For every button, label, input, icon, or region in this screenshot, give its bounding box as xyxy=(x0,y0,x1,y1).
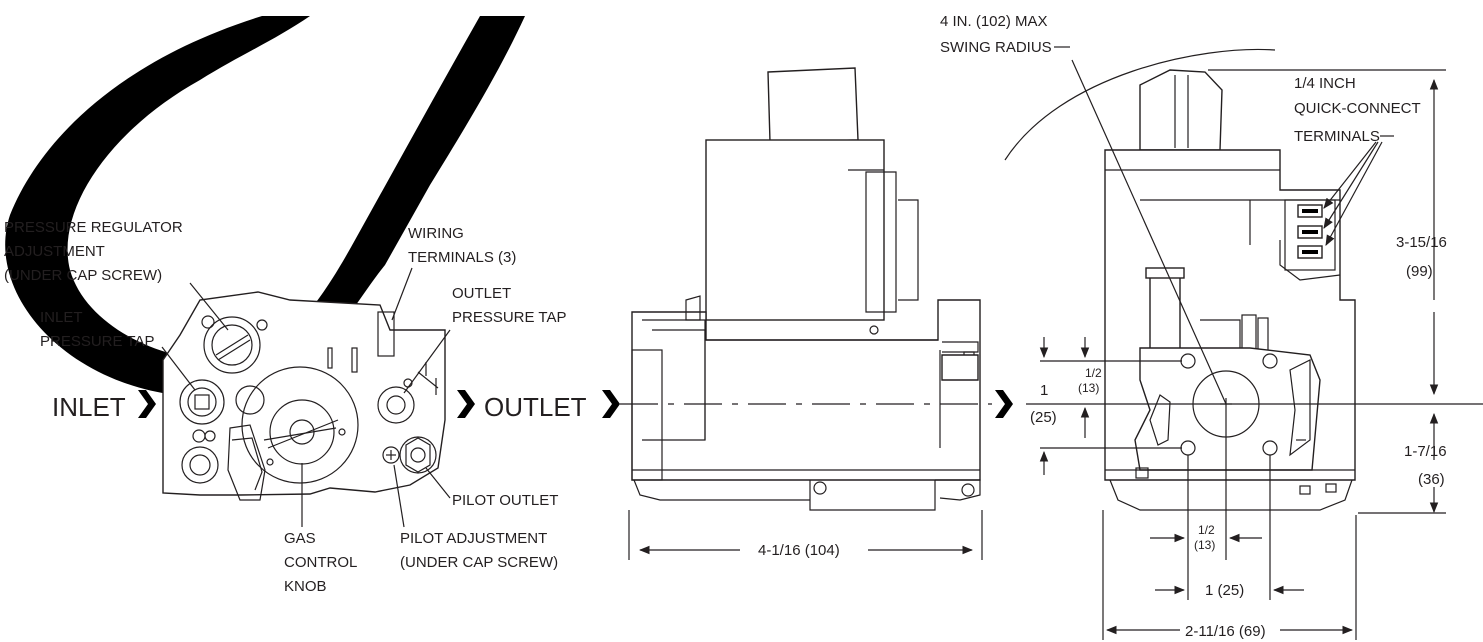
swing-radius-line-1: 4 IN. (102) MAX xyxy=(940,13,1048,30)
height-dimension: 3-15/16 (99) 1-7/16 (36) xyxy=(1208,69,1447,514)
flow-arrow-icon xyxy=(602,390,620,418)
gas-control-knob-line-3: KNOB xyxy=(284,578,327,595)
swing-radius-label: 4 IN. (102) MAX SWING RADIUS xyxy=(940,13,1070,56)
wiring-terminals-line-2: TERMINALS (3) xyxy=(408,249,516,266)
pressure-regulator-line-3: (UNDER CAP SCREW) xyxy=(4,267,162,284)
height-bottom-line-1: 1-7/16 xyxy=(1404,443,1447,460)
inlet-text: INLET xyxy=(52,392,126,422)
side-width-text: 4-1/16 (104) xyxy=(758,542,840,559)
quick-connect-label: 1/4 INCH QUICK-CONNECT TERMINALS xyxy=(1294,75,1421,246)
inlet-pressure-tap-line-1: INLET xyxy=(40,309,83,326)
pilot-outlet-text: PILOT OUTLET xyxy=(452,492,558,509)
outlet-text: OUTLET xyxy=(484,392,587,422)
half-inch-bottom-line-1: 1/2 xyxy=(1198,523,1215,537)
valve-end-view xyxy=(1004,48,1483,511)
inlet-pressure-tap-label: INLET PRESSURE TAP xyxy=(40,309,196,391)
outlet-arrow-icon xyxy=(995,390,1013,418)
swing-radius-line-2: SWING RADIUS xyxy=(940,39,1052,56)
pressure-regulator-line-1: PRESSURE REGULATOR xyxy=(4,219,183,236)
pilot-adjustment-label: PILOT ADJUSTMENT (UNDER CAP SCREW) xyxy=(393,464,558,571)
outlet-arrow-icon xyxy=(457,390,475,418)
half-inch-bottom-line-2: (13) xyxy=(1194,538,1215,552)
side-width-dimension: 4-1/16 (104) xyxy=(628,510,983,560)
pilot-adjustment-line-1: PILOT ADJUSTMENT xyxy=(400,530,547,547)
outlet-flow-label: OUTLET xyxy=(457,390,620,422)
half-inch-left-line-1: 1/2 xyxy=(1085,366,1102,380)
height-top-line-1: 3-15/16 xyxy=(1396,234,1447,251)
hole-spacing-dimensions: 1 (25) 1/2 (13) xyxy=(1030,337,1182,475)
inlet-flow-label: INLET xyxy=(52,390,156,422)
quick-connect-line-1: 1/4 INCH xyxy=(1294,75,1356,92)
inlet-arrow-icon xyxy=(138,390,156,418)
valve-top-view xyxy=(162,291,446,501)
bottom-dimensions: 1/2 (13) 1 (25) 2-11/16 (69) xyxy=(1102,410,1357,640)
one-inch-left-line-1: 1 xyxy=(1040,382,1048,399)
outlet-pressure-tap-label: OUTLET PRESSURE TAP xyxy=(403,285,566,394)
pilot-adjustment-line-2: (UNDER CAP SCREW) xyxy=(400,554,558,571)
outlet-pressure-tap-line-2: PRESSURE TAP xyxy=(452,309,566,326)
one-inch-left-line-2: (25) xyxy=(1030,409,1057,426)
one-inch-bottom-text: 1 (25) xyxy=(1205,582,1244,599)
pressure-regulator-label: PRESSURE REGULATOR ADJUSTMENT (UNDER CAP… xyxy=(4,219,229,331)
wiring-terminals-label: WIRING TERMINALS (3) xyxy=(391,225,516,321)
wiring-terminals-line-1: WIRING xyxy=(408,225,464,242)
pressure-regulator-line-2: ADJUSTMENT xyxy=(4,243,105,260)
inlet-pressure-tap-line-2: PRESSURE TAP xyxy=(40,333,154,350)
outlet-pressure-tap-line-1: OUTLET xyxy=(452,285,511,302)
pilot-outlet-label: PILOT OUTLET xyxy=(425,467,558,509)
valve-side-view xyxy=(620,67,992,511)
height-bottom-line-2: (36) xyxy=(1418,471,1445,488)
quick-connect-line-2: QUICK-CONNECT xyxy=(1294,100,1421,117)
gas-control-knob-label: GAS CONTROL KNOB xyxy=(284,463,357,595)
watermark-stroke xyxy=(5,16,526,400)
gas-control-knob-line-2: CONTROL xyxy=(284,554,357,571)
height-top-line-2: (99) xyxy=(1406,263,1433,280)
gas-control-knob-line-1: GAS xyxy=(284,530,316,547)
half-inch-left-line-2: (13) xyxy=(1078,381,1099,395)
quick-connect-line-3: TERMINALS xyxy=(1294,128,1380,145)
end-width-text: 2-11/16 (69) xyxy=(1185,623,1266,640)
